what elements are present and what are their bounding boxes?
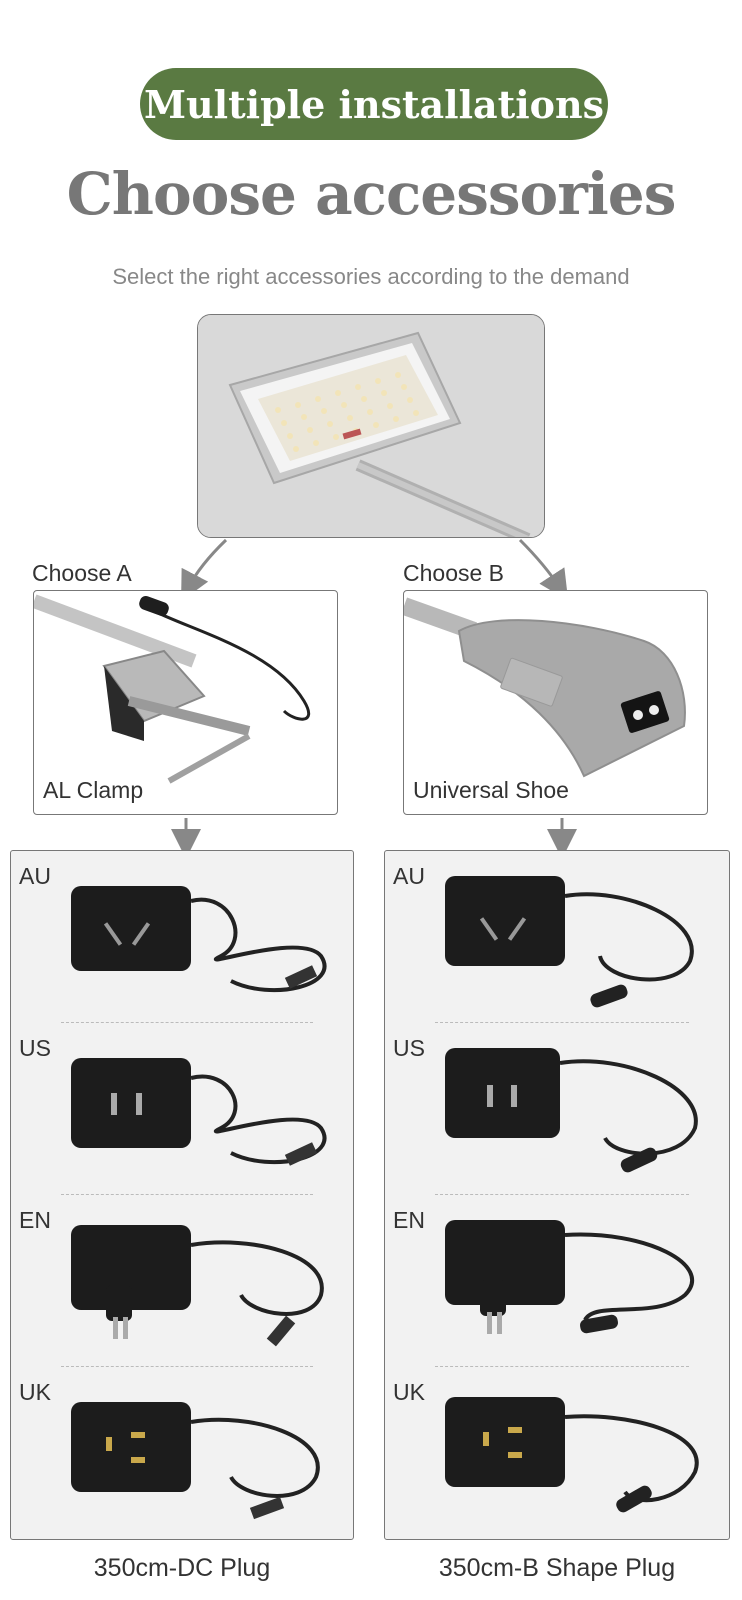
universal-shoe-illustration	[404, 597, 686, 778]
dc-plug-panel: AU US EN UK	[10, 850, 354, 1540]
region-code: EN	[393, 1207, 425, 1233]
plug-row-en[interactable]: EN	[11, 1195, 353, 1367]
choose-b-label: Choose B	[403, 560, 505, 586]
en-adapter-dc-icon	[71, 1225, 324, 1347]
clamp-illustration	[34, 594, 311, 784]
badge-text: Multiple installations	[143, 81, 604, 127]
en-adapter-b-shape-icon	[445, 1220, 694, 1334]
plug-row-us[interactable]: US	[11, 1023, 353, 1195]
uk-adapter-b-shape-icon	[445, 1397, 699, 1513]
page-title: Choose accessories	[66, 160, 677, 228]
dc-plug-label: 350cm-DC Plug	[93, 1554, 271, 1582]
lamp-illustration	[198, 315, 544, 537]
us-adapter-b-shape-icon	[445, 1048, 698, 1173]
region-code: EN	[19, 1207, 51, 1233]
region-code: US	[393, 1035, 425, 1061]
region-code: UK	[393, 1379, 425, 1405]
section-badge: Multiple installations	[140, 68, 608, 140]
page-subtitle: Select the right accessories according t…	[112, 264, 630, 289]
plug-row-us[interactable]: US	[385, 1023, 729, 1195]
option-a-card[interactable]: AL Clamp	[33, 590, 338, 815]
lamp-photo	[197, 314, 545, 538]
plug-row-uk[interactable]: UK	[11, 1367, 353, 1539]
plug-row-uk[interactable]: UK	[385, 1367, 729, 1539]
us-adapter-dc-icon	[71, 1058, 327, 1166]
choose-a-label: Choose A	[32, 560, 132, 586]
au-adapter-dc-icon	[71, 886, 327, 993]
au-adapter-b-shape-icon	[445, 876, 694, 1008]
region-code: UK	[19, 1379, 51, 1405]
plug-row-au[interactable]: AU	[385, 851, 729, 1023]
b-shape-plug-label: 350cm-B Shape Plug	[438, 1554, 676, 1582]
b-shape-plug-panel: AU US EN UK	[384, 850, 730, 1540]
region-code: US	[19, 1035, 51, 1061]
option-b-caption: Universal Shoe	[413, 777, 569, 803]
region-code: AU	[393, 863, 425, 889]
option-b-card[interactable]: Universal Shoe	[403, 590, 708, 815]
option-a-caption: AL Clamp	[43, 777, 144, 803]
region-code: AU	[19, 863, 51, 889]
plug-row-en[interactable]: EN	[385, 1195, 729, 1367]
uk-adapter-dc-icon	[71, 1402, 320, 1520]
plug-row-au[interactable]: AU	[11, 851, 353, 1023]
